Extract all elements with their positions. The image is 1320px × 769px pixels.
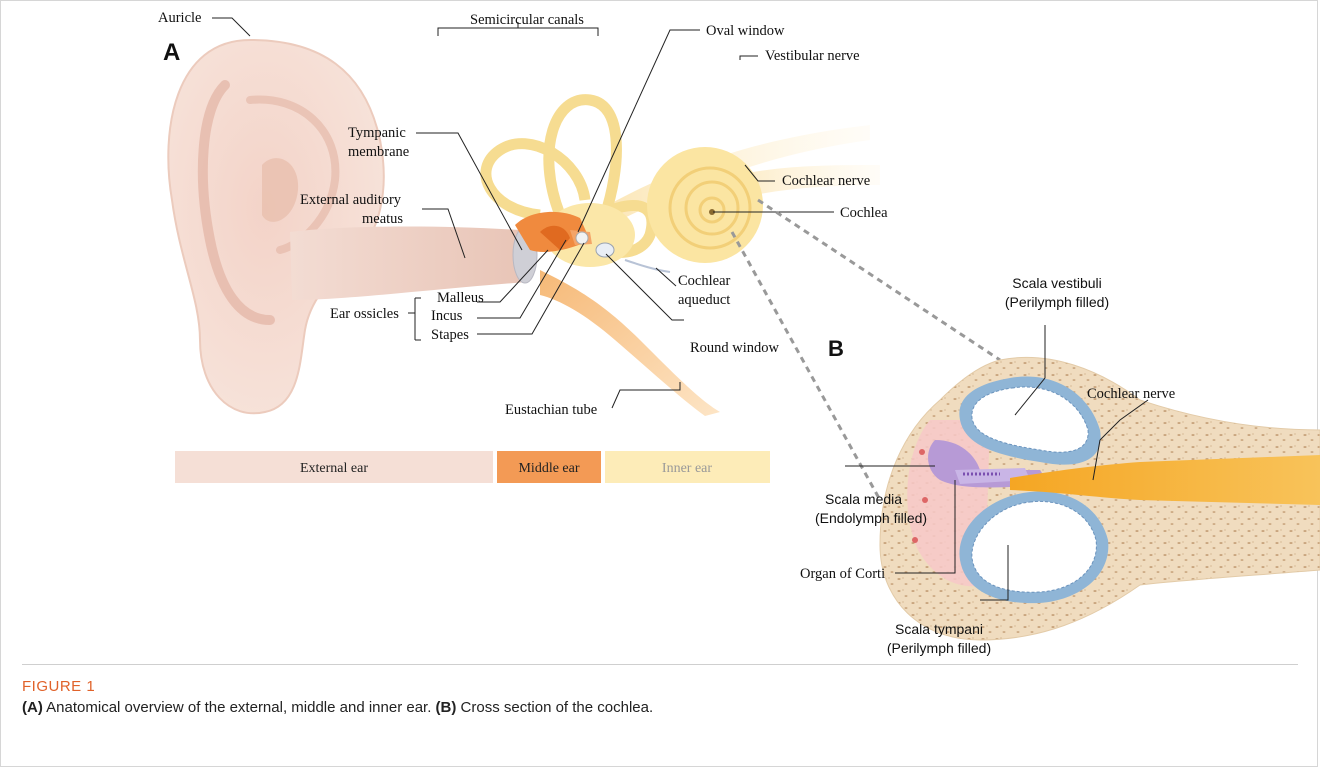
- round-window-shape: [596, 243, 614, 257]
- auricle-shape: [168, 40, 383, 413]
- scala-media-label-line1: Scala media: [825, 491, 902, 507]
- region-bar: External ear Middle ear Inner ear: [175, 451, 770, 483]
- auricle-label: Auricle: [158, 10, 201, 26]
- external-ear-label: External ear: [300, 461, 368, 476]
- middle-ear-label: Middle ear: [518, 461, 579, 476]
- eustachian-tube-label: Eustachian tube: [505, 402, 597, 418]
- oval-window-label: Oval window: [706, 23, 785, 39]
- inner-ear-label: Inner ear: [662, 461, 712, 476]
- ear-canal-shape: [290, 226, 528, 300]
- caption-a-tag: (A): [22, 699, 43, 716]
- cochlea-shape: [647, 147, 763, 263]
- figure-number: FIGURE 1: [22, 678, 1302, 695]
- cochlear-nerve-b-label: Cochlear nerve: [1087, 386, 1175, 402]
- external-meatus-label-line1: External auditory: [300, 192, 402, 208]
- caption-divider: [22, 664, 1298, 665]
- vestibular-nerve-label: Vestibular nerve: [765, 48, 860, 64]
- scala-media-label-line2: (Endolymph filled): [815, 510, 927, 526]
- caption-a-text: Anatomical overview of the external, mid…: [43, 699, 436, 716]
- incus-label: Incus: [431, 308, 463, 324]
- cochlea-label: Cochlea: [840, 205, 888, 221]
- zoom-line-upper: [758, 200, 1000, 360]
- tympanic-membrane-label-line2: membrane: [348, 144, 409, 160]
- figure-caption: FIGURE 1 (A) Anatomical overview of the …: [22, 678, 1302, 716]
- stapes-label: Stapes: [431, 327, 469, 343]
- organ-of-corti-label: Organ of Corti: [800, 566, 885, 582]
- caption-b-text: Cross section of the cochlea.: [456, 699, 653, 716]
- cochlear-aqueduct-label-line1: Cochlear: [678, 273, 731, 289]
- cochlear-nerve-label: Cochlear nerve: [782, 173, 870, 189]
- scala-tympani-label-line2: (Perilymph filled): [887, 640, 991, 656]
- tympanic-membrane-label-line1: Tympanic: [348, 125, 406, 141]
- caption-b-tag: (B): [436, 699, 457, 716]
- ear-ossicles-label: Ear ossicles: [330, 306, 399, 322]
- malleus-label: Malleus: [437, 290, 484, 306]
- external-meatus-label-line2: meatus: [362, 211, 403, 227]
- panel-a-letter: A: [163, 39, 180, 66]
- round-window-label: Round window: [690, 340, 780, 356]
- oval-window-shape: [576, 232, 588, 244]
- caption-text: (A) Anatomical overview of the external,…: [22, 699, 1302, 716]
- semicircular-canals-label: Semicircular canals: [470, 12, 584, 28]
- scala-vestibuli-label-line2: (Perilymph filled): [1005, 294, 1109, 310]
- cochlear-aqueduct-label-line2: aqueduct: [678, 292, 730, 308]
- scala-vestibuli-label-line1: Scala vestibuli: [1012, 275, 1102, 291]
- panel-b-letter: B: [828, 336, 844, 361]
- scala-tympani-label-line1: Scala tympani: [895, 621, 983, 637]
- cochlear-aqueduct-shape: [625, 260, 670, 272]
